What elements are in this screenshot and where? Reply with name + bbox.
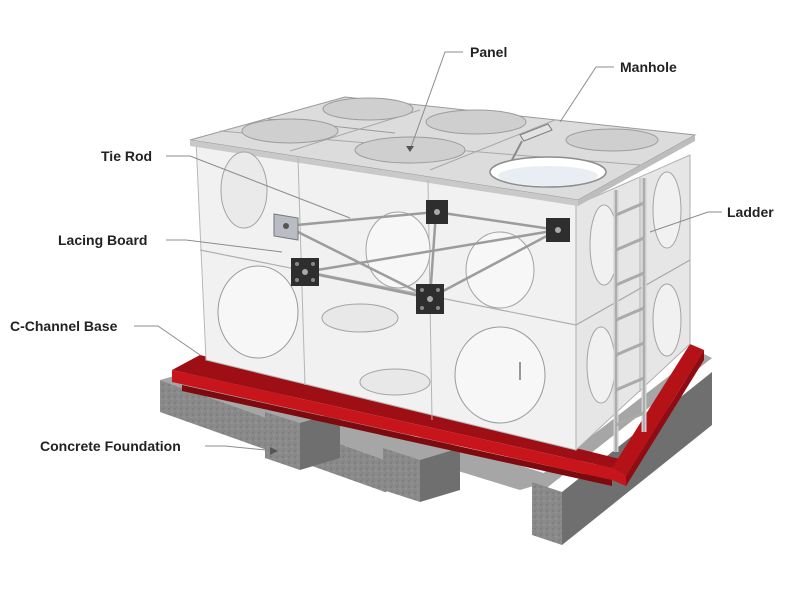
concrete-block-3 — [383, 436, 560, 502]
c-channel-base — [172, 344, 704, 486]
leader-tie-rod — [166, 155, 351, 219]
lacing-board-4 — [416, 284, 444, 314]
lacing-board-5 — [546, 218, 570, 242]
leader-manhole — [559, 66, 614, 123]
lacing-board-2 — [291, 258, 319, 286]
tie-rods — [285, 210, 559, 300]
leader-lines — [134, 51, 722, 452]
lacing-board-3 — [426, 200, 448, 224]
leader-c-channel — [134, 325, 201, 356]
ladder — [613, 178, 647, 452]
label-tie-rod: Tie Rod — [101, 148, 152, 164]
label-manhole: Manhole — [620, 59, 677, 75]
leader-concrete — [205, 445, 277, 452]
lacing-boards — [273, 200, 570, 314]
panel-pointer — [406, 146, 414, 152]
label-ladder: Ladder — [727, 204, 774, 220]
labels: Panel Manhole Tie Rod Ladder Lacing Boar… — [10, 44, 774, 454]
label-panel: Panel — [470, 44, 507, 60]
leader-lacing-board — [166, 239, 283, 253]
label-lacing-board: Lacing Board — [58, 232, 147, 248]
label-c-channel-base: C-Channel Base — [10, 318, 118, 334]
leader-panel — [409, 51, 463, 151]
concrete-pointer — [270, 447, 278, 455]
label-concrete-foundation: Concrete Foundation — [40, 438, 181, 454]
manhole — [489, 123, 607, 188]
lacing-board-1 — [273, 213, 299, 241]
leader-ladder — [649, 211, 722, 233]
